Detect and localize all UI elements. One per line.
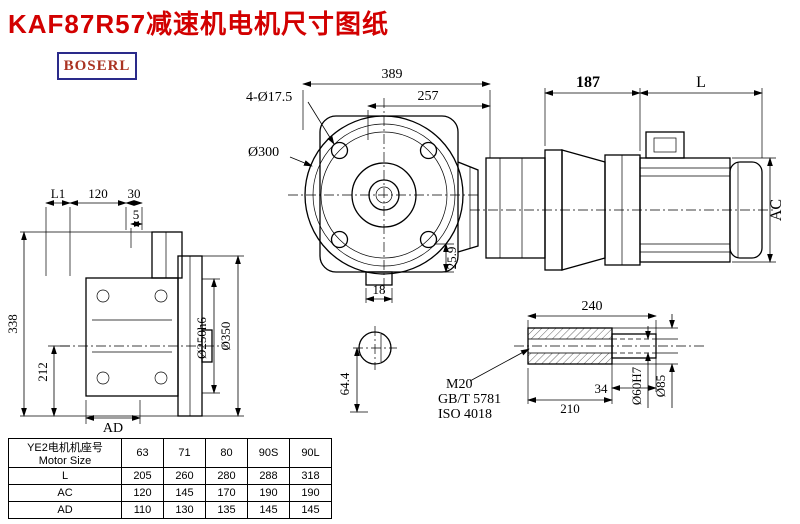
cell: 280 — [205, 467, 248, 485]
dim-outer-diameter: Ø85 — [653, 375, 668, 397]
housing-side — [85, 277, 179, 397]
page-title: KAF87R57减速机电机尺寸图纸 — [8, 9, 390, 39]
cell: 170 — [205, 484, 248, 502]
table-header-row: YE2电机机座号 Motor Size 63 71 80 90S 90L — [8, 438, 332, 468]
left-view: L1 120 30 5 338 212 AD Ø250h6 — [5, 186, 244, 436]
bolt-hole — [419, 230, 438, 249]
dim-hub-length: 34 — [595, 381, 609, 396]
row-label-ad: AD — [8, 501, 122, 519]
cell: 135 — [205, 501, 248, 519]
table-row-ad: AD 110 130 135 145 145 — [8, 501, 332, 519]
dim-120: 120 — [88, 186, 108, 201]
bolt-hole — [419, 141, 438, 160]
dim-spigot-diameter: Ø250h6 — [194, 317, 209, 359]
dim-motor-length: L — [696, 74, 706, 91]
dim-total-width: 389 — [382, 67, 403, 82]
table-header-en: Motor Size — [38, 455, 92, 467]
dim-flange-outer-diameter: Ø350 — [218, 322, 233, 351]
standard-iso: ISO 4018 — [438, 407, 492, 422]
cell: 130 — [163, 501, 206, 519]
table-col-80: 80 — [205, 438, 248, 468]
bolt-hole — [330, 141, 349, 160]
cell: 260 — [163, 467, 206, 485]
row-label-ac: AC — [8, 484, 122, 502]
motor-side-view: 187 L AC — [470, 74, 785, 271]
boserl-logo: BOSERL — [57, 52, 137, 80]
dim-gear-unit-length: 187 — [576, 74, 600, 91]
row-label-l: L — [8, 467, 122, 485]
table-col-63: 63 — [121, 438, 164, 468]
dim-bolt-holes: 4-Ø17.5 — [246, 90, 292, 105]
cell: 110 — [121, 501, 164, 519]
dim-sleeve-length: 210 — [560, 401, 580, 416]
shaft-end-section — [611, 333, 657, 359]
dim-ad: AD — [103, 421, 123, 436]
cell: 120 — [121, 484, 164, 502]
bottom-boss — [365, 271, 393, 286]
table-col-90l: 90L — [289, 438, 332, 468]
dim-5: 5 — [133, 207, 140, 222]
dim-center-height: 212 — [35, 362, 50, 382]
dim-thread: M20 — [446, 377, 472, 392]
hollow-shaft-detail: 240 M20 GB/T 5781 ISO 4018 34 210 Ø60H7 — [438, 299, 706, 422]
dim-shaft-center-height: 64.4 — [337, 372, 352, 395]
dim-flange-offset: 257 — [418, 89, 439, 104]
cell: 288 — [247, 467, 290, 485]
table-row-ac: AC 120 145 170 190 190 — [8, 484, 332, 502]
table-row-l: L 205 260 280 288 318 — [8, 467, 332, 485]
cell: 145 — [289, 501, 332, 519]
table-col-71: 71 — [163, 438, 206, 468]
dim-shaft-total-length: 240 — [582, 299, 603, 314]
dim-key-width: 18 — [373, 282, 386, 297]
dim-offset: 25.9 — [444, 247, 459, 270]
cell: 145 — [247, 501, 290, 519]
table-col-90s: 90S — [247, 438, 290, 468]
table-header-motor-size: YE2电机机座号 Motor Size — [8, 438, 122, 468]
gearbox-housing — [319, 115, 459, 273]
bolt-hole — [330, 230, 349, 249]
front-view: 389 257 4-Ø17.5 Ø300 25.9 18 — [246, 67, 491, 413]
dim-l1: L1 — [51, 186, 65, 201]
table-header-cn: YE2电机机座号 — [27, 442, 103, 454]
dim-flange-diameter: Ø300 — [248, 145, 279, 160]
mounting-bracket — [151, 231, 183, 279]
cell: 190 — [289, 484, 332, 502]
boserl-logo-text: BOSERL — [63, 57, 131, 74]
fan-cover — [729, 161, 763, 259]
cell: 145 — [163, 484, 206, 502]
dim-bore-diameter: Ø60H7 — [629, 366, 644, 405]
gearbox-side — [485, 157, 546, 259]
terminal-box — [645, 131, 685, 159]
cell: 318 — [289, 467, 332, 485]
cell: 190 — [247, 484, 290, 502]
cell: 205 — [121, 467, 164, 485]
motor-size-table: YE2电机机座号 Motor Size 63 71 80 90S 90L L 2… — [8, 438, 332, 519]
dim-30: 30 — [128, 186, 141, 201]
dim-total-height: 338 — [5, 314, 20, 334]
standard-gbt: GB/T 5781 — [438, 392, 501, 407]
output-flange-circle — [304, 115, 464, 275]
dim-motor-diameter: AC — [768, 199, 785, 221]
